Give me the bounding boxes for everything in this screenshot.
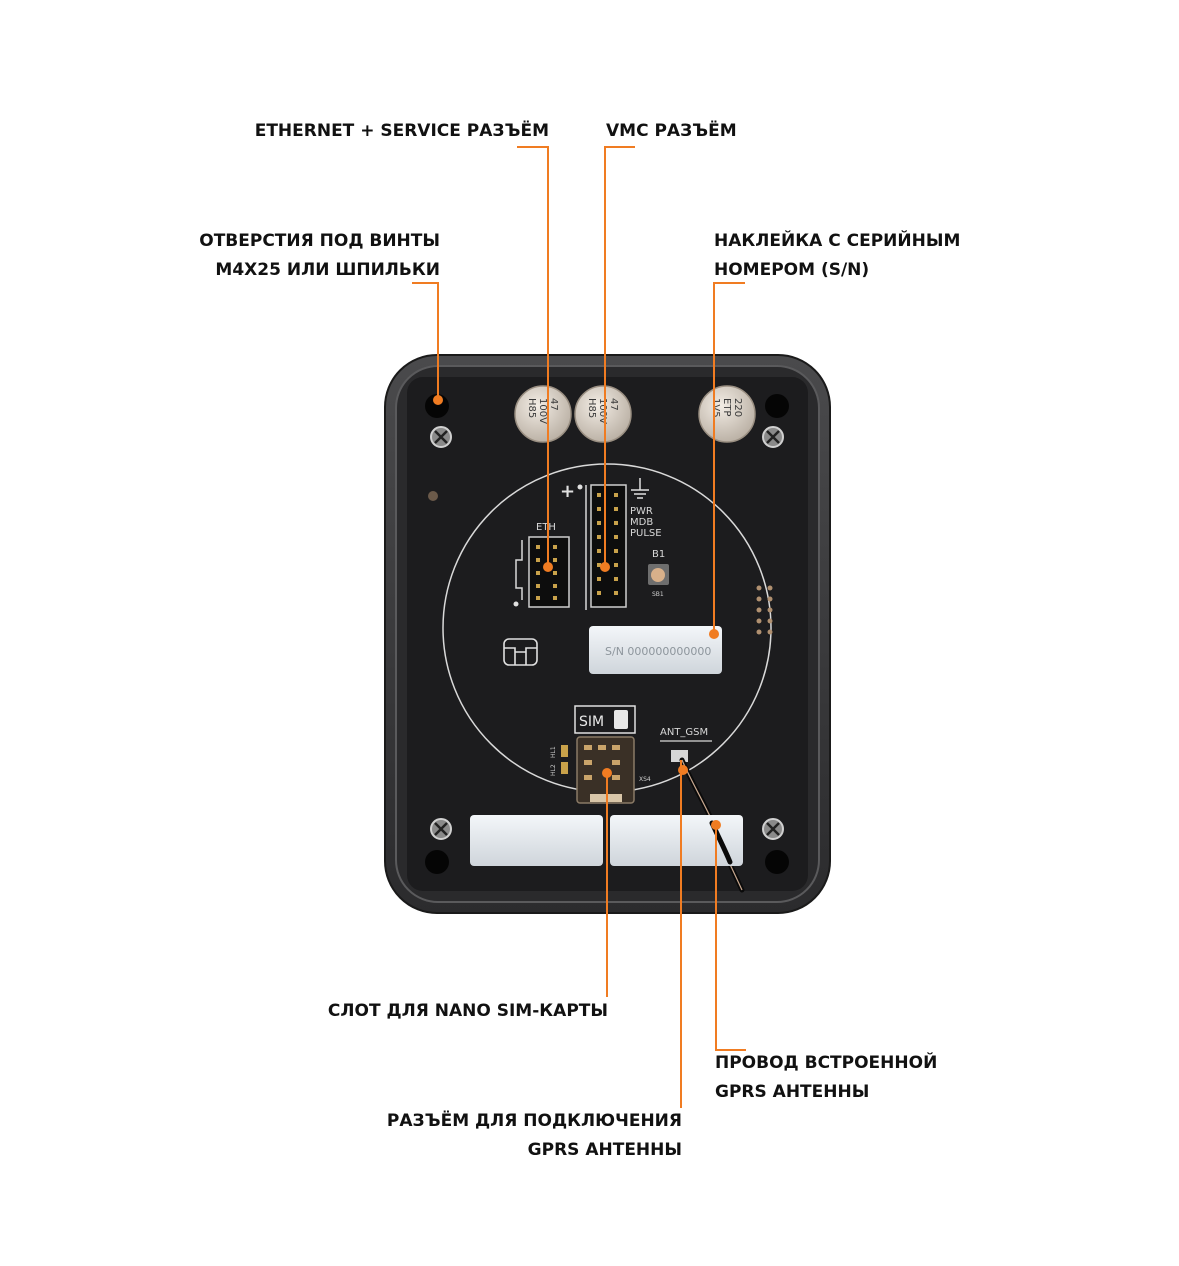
- cap2-line-1: 47: [608, 398, 619, 411]
- callout-antenna-connector-line-1: РАЗЪЁМ ДЛЯ ПОДКЛЮЧЕНИЯ: [386, 1111, 682, 1131]
- led-hl1: [561, 745, 568, 757]
- vmc-label-pwr: PWR: [630, 506, 653, 517]
- leader-antenna-wire: [715, 825, 746, 1051]
- callout-sim-slot: СЛОТ ДЛЯ NANO SIM-КАРТЫ: [328, 997, 608, 1026]
- callout-antenna-connector: РАЗЪЁМ ДЛЯ ПОДКЛЮЧЕНИЯ GPRS АНТЕННЫ: [387, 1107, 682, 1165]
- dot-vmc: [600, 562, 610, 572]
- eth-pins: [536, 545, 557, 600]
- callout-antenna-wire: ПРОВОД ВСТРОЕННОЙ GPRS АНТЕННЫ: [715, 1049, 937, 1107]
- callout-antenna-wire-line-1: ПРОВОД ВСТРОЕННОЙ: [715, 1053, 938, 1073]
- serial-number: S/N 000000000000: [605, 645, 711, 658]
- cap2-line-3: H85: [586, 398, 597, 418]
- leader-sticker: [713, 282, 745, 634]
- vmc-pins: [597, 493, 618, 595]
- vmc-pin1-dot: [577, 484, 583, 490]
- ant-gsm-label: ANT_GSM: [660, 727, 708, 738]
- sim-card-icon: [614, 710, 628, 729]
- callout-ethernet: ETHERNET + SERVICE РАЗЪЁМ: [255, 117, 549, 146]
- bottom-sticker-left: [470, 815, 603, 866]
- cap3-line-2: ETP: [721, 398, 732, 416]
- dot-ethernet: [543, 562, 553, 572]
- vmc-label-mdb: MDB: [630, 517, 653, 528]
- cap1-line-2: 100V: [537, 398, 548, 424]
- eth-label: ETH: [536, 522, 556, 533]
- led-hl2: [561, 762, 568, 774]
- button-label: B1: [652, 549, 665, 560]
- cap2-line-2: 100V: [597, 398, 608, 424]
- screw-icon: [762, 818, 784, 840]
- callout-sticker-line-2: НОМЕРОМ (S/N): [714, 260, 870, 280]
- screw-icon: [762, 426, 784, 448]
- screw-icon: [430, 426, 452, 448]
- leader-ethernet: [517, 146, 549, 567]
- callout-sticker: НАКЛЕЙКА С СЕРИЙНЫМ НОМЕРОМ (S/N): [714, 227, 960, 285]
- callout-ethernet-line-1: ETHERNET + SERVICE РАЗЪЁМ: [254, 121, 549, 141]
- vmc-connector: [590, 484, 627, 608]
- dot-sim: [602, 768, 612, 778]
- mount-hole-bottom-right: [765, 850, 789, 874]
- screw-icon: [430, 818, 452, 840]
- dot-antenna-wire: [711, 820, 721, 830]
- bottom-sticker-right: [610, 815, 743, 866]
- dot-sticker: [709, 629, 719, 639]
- cap1-line-1: 47: [548, 398, 559, 411]
- sim-chip-icon: [503, 638, 538, 666]
- mount-hole-bottom-left: [425, 850, 449, 874]
- leader-lines: [412, 146, 746, 1108]
- button-sub-label: SB1: [652, 591, 664, 598]
- button-b1-cap: [651, 568, 665, 582]
- dot-antenna-connector: [678, 765, 688, 775]
- leader-holes: [412, 282, 439, 400]
- eth-outline: [515, 540, 523, 600]
- leader-vmc: [604, 146, 635, 567]
- cap3-line-3: 1V5: [710, 398, 721, 418]
- sim-label: SIM: [579, 714, 604, 730]
- sim-slot-contacts: [584, 745, 620, 780]
- callout-holes: ОТВЕРСТИЯ ПОД ВИНТЫ М4Х25 ИЛИ ШПИЛЬКИ: [199, 227, 440, 285]
- eth-pin1-dot: [513, 601, 519, 607]
- xs4-label: XS4: [639, 776, 651, 783]
- hl1-label: HL1: [550, 746, 557, 758]
- cap3-line-1: 220: [732, 398, 743, 417]
- dot-holes: [433, 395, 443, 405]
- callout-antenna-wire-line-2: GPRS АНТЕННЫ: [715, 1082, 870, 1102]
- vmc-plus: +: [560, 481, 575, 502]
- vmc-label-pulse: PULSE: [630, 528, 662, 539]
- test-pads: [756, 585, 773, 635]
- mount-hole-top-right: [765, 394, 789, 418]
- cap1-line-3: H85: [526, 398, 537, 418]
- status-led: [428, 491, 438, 501]
- serial-sticker: [589, 626, 722, 674]
- capacitor-3: 220 ETP 1V5: [698, 385, 756, 443]
- hl2-label: HL2: [550, 764, 557, 776]
- callout-antenna-connector-line-2: GPRS АНТЕННЫ: [527, 1140, 682, 1160]
- antenna-connector: [671, 750, 688, 762]
- callout-sticker-line-1: НАКЛЕЙКА С СЕРИЙНЫМ: [714, 231, 961, 251]
- ground-icon: [631, 478, 649, 499]
- callout-vmc: VMC РАЗЪЁМ: [606, 117, 737, 146]
- capacitor-1: 47 100V H85: [514, 385, 572, 443]
- callout-sim-slot-line-1: СЛОТ ДЛЯ NANO SIM-КАРТЫ: [327, 1001, 608, 1021]
- callout-vmc-line-1: VMC РАЗЪЁМ: [606, 121, 737, 141]
- callout-holes-line-2: М4Х25 ИЛИ ШПИЛЬКИ: [215, 260, 440, 280]
- capacitor-2: 47 100V H85: [574, 385, 632, 443]
- leader-dots: [433, 395, 721, 830]
- callout-holes-line-1: ОТВЕРСТИЯ ПОД ВИНТЫ: [199, 231, 440, 251]
- sim-label-box: [574, 705, 636, 734]
